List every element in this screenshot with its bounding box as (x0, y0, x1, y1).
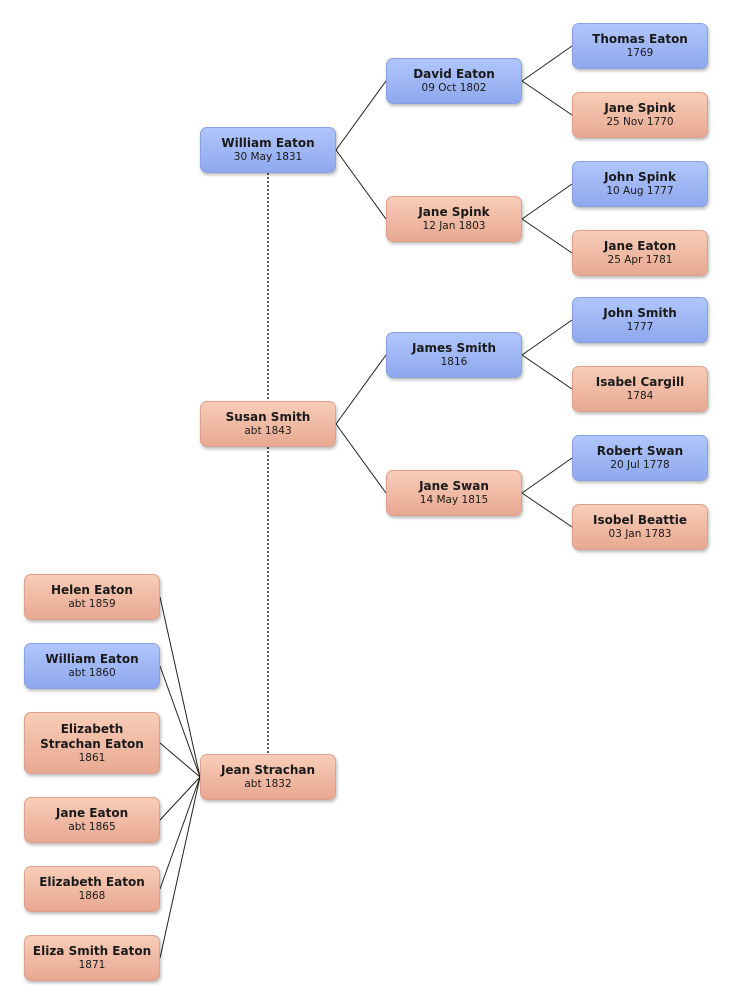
person-name: Helen Eaton (51, 583, 133, 597)
person-date: abt 1865 (68, 821, 116, 833)
person-date: 1816 (440, 356, 468, 368)
person-name: Jean Strachan (220, 763, 316, 777)
person-james-smith[interactable]: James Smith 1816 (386, 332, 522, 378)
person-name: Susan Smith (225, 410, 311, 424)
person-helen-eaton[interactable]: Helen Eaton abt 1859 (24, 574, 160, 620)
person-date: 1769 (626, 47, 654, 59)
person-name: Isabel Cargill (595, 375, 685, 389)
person-date: abt 1832 (244, 778, 292, 790)
person-susan-smith[interactable]: Susan Smith abt 1843 (200, 401, 336, 447)
person-name: Jane Eaton (603, 239, 677, 253)
person-name: Jane Eaton (55, 806, 129, 820)
person-thomas-eaton[interactable]: Thomas Eaton 1769 (572, 23, 708, 69)
person-date: 1784 (626, 390, 654, 402)
person-jane-spink-1770[interactable]: Jane Spink 25 Nov 1770 (572, 92, 708, 138)
person-date: 10 Aug 1777 (606, 185, 674, 197)
person-jane-eaton-1781[interactable]: Jane Eaton 25 Apr 1781 (572, 230, 708, 276)
person-jane-swan[interactable]: Jane Swan 14 May 1815 (386, 470, 522, 516)
person-isobel-beattie[interactable]: Isobel Beattie 03 Jan 1783 (572, 504, 708, 550)
person-date: abt 1859 (68, 598, 116, 610)
person-date: 12 Jan 1803 (422, 220, 486, 232)
person-name: William Eaton (221, 136, 315, 150)
person-name: Jane Spink (418, 205, 490, 219)
person-john-spink[interactable]: John Spink 10 Aug 1777 (572, 161, 708, 207)
person-william-eaton-1860[interactable]: William Eaton abt 1860 (24, 643, 160, 689)
person-name: John Spink (604, 170, 676, 184)
person-name: Isobel Beattie (593, 513, 687, 527)
person-name: William Eaton (45, 652, 139, 666)
person-date: 25 Apr 1781 (607, 254, 673, 266)
person-date: abt 1860 (68, 667, 116, 679)
person-date: 20 Jul 1778 (610, 459, 670, 471)
person-david-eaton[interactable]: David Eaton 09 Oct 1802 (386, 58, 522, 104)
person-name: James Smith (411, 341, 497, 355)
person-william-eaton[interactable]: William Eaton 30 May 1831 (200, 127, 336, 173)
person-jean-strachan[interactable]: Jean Strachan abt 1832 (200, 754, 336, 800)
person-name: Robert Swan (596, 444, 684, 458)
person-isabel-cargill[interactable]: Isabel Cargill 1784 (572, 366, 708, 412)
person-date: 1871 (78, 959, 106, 971)
person-date: 09 Oct 1802 (421, 82, 487, 94)
person-date: 1777 (626, 321, 654, 333)
person-date: 1868 (78, 890, 106, 902)
person-date: 25 Nov 1770 (606, 116, 674, 128)
person-name: Eliza Smith Eaton (32, 944, 152, 958)
person-date: 1861 (78, 751, 106, 764)
person-jane-spink-1803[interactable]: Jane Spink 12 Jan 1803 (386, 196, 522, 242)
person-date: abt 1843 (244, 425, 292, 437)
person-name: Thomas Eaton (592, 32, 688, 46)
person-john-smith[interactable]: John Smith 1777 (572, 297, 708, 343)
person-robert-swan[interactable]: Robert Swan 20 Jul 1778 (572, 435, 708, 481)
person-name: Elizabeth Eaton (39, 875, 145, 889)
person-elizabeth-eaton[interactable]: Elizabeth Eaton 1868 (24, 866, 160, 912)
person-date: 30 May 1831 (233, 151, 303, 163)
person-name: Jane Spink (604, 101, 676, 115)
person-date: 14 May 1815 (419, 494, 489, 506)
person-name: John Smith (603, 306, 677, 320)
person-eliza-smith-eaton[interactable]: Eliza Smith Eaton 1871 (24, 935, 160, 981)
person-elizabeth-strachan-eaton[interactable]: Elizabeth Strachan Eaton 1861 (24, 712, 160, 774)
person-name: Elizabeth Strachan Eaton (40, 721, 144, 751)
person-date: 03 Jan 1783 (608, 528, 672, 540)
person-name: Jane Swan (419, 479, 489, 493)
person-name: David Eaton (413, 67, 495, 81)
person-jane-eaton-1865[interactable]: Jane Eaton abt 1865 (24, 797, 160, 843)
